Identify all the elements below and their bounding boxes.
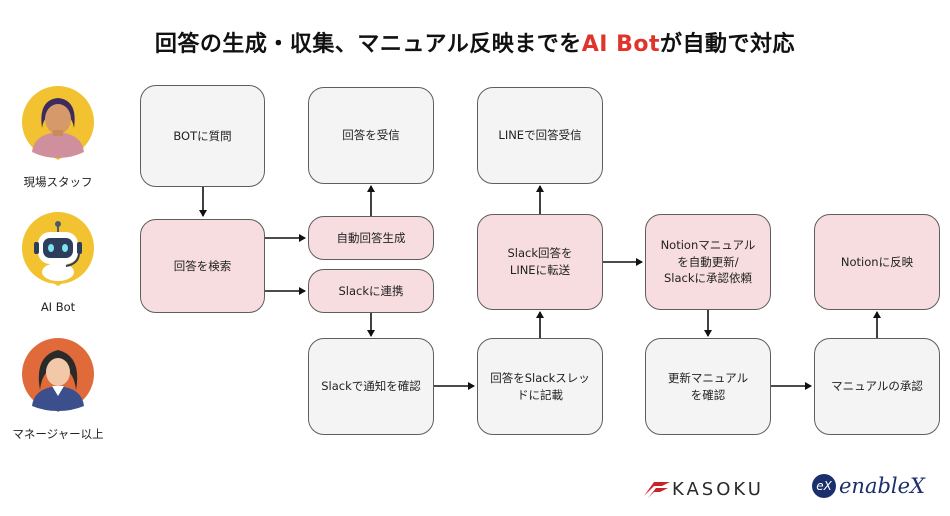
page-title: 回答の生成・収集、マニュアル反映までをAI Botが自動で対応 — [0, 26, 950, 58]
box-search-answer: 回答を検索 — [140, 219, 265, 313]
actor-manager: マネージャー以上 — [8, 334, 108, 442]
title-accent: AI Bot — [581, 32, 661, 57]
title-main: 回答の生成・収集、マニュアル反映までを — [154, 32, 582, 57]
enablex-logo-text: enableX — [839, 474, 926, 498]
kasoku-logo-text: KASOKU — [672, 478, 764, 500]
actor-staff: 現場スタッフ — [8, 82, 108, 190]
box-notion-reflect: Notionに反映 — [814, 214, 940, 310]
actor-staff-label: 現場スタッフ — [23, 175, 93, 189]
box-receive-answer: 回答を受信 — [308, 87, 434, 184]
enablex-mark-icon: eX — [812, 474, 836, 498]
manager-avatar-icon — [22, 338, 94, 412]
box-slack-notify: Slackで通知を確認 — [308, 338, 434, 435]
actor-bot: AI Bot — [8, 208, 108, 314]
kasoku-mark-icon — [644, 482, 670, 498]
box-slack-thread: 回答をSlackスレッ ドに記載 — [477, 338, 603, 435]
box-approve-manual: マニュアルの承認 — [814, 338, 940, 435]
staff-avatar-icon — [22, 86, 94, 160]
box-confirm-manual: 更新マニュアル を確認 — [645, 338, 771, 435]
kasoku-logo: KASOKU — [642, 478, 764, 500]
box-line-receive: LINEで回答受信 — [477, 87, 603, 184]
enablex-logo: eX enableX — [812, 474, 925, 498]
box-notion-update: Notionマニュアル を自動更新/ Slackに承認依頼 — [645, 214, 771, 310]
actor-manager-label: マネージャー以上 — [12, 427, 104, 441]
box-auto-generate: 自動回答生成 — [308, 216, 434, 260]
actor-bot-label: AI Bot — [40, 300, 76, 314]
box-ask-bot: BOTに質問 — [140, 85, 265, 187]
title-tail: が自動で対応 — [660, 32, 796, 57]
robot-avatar-icon — [22, 212, 94, 286]
box-slack-forward: Slack回答を LINEに転送 — [477, 214, 603, 310]
box-slack-link: Slackに連携 — [308, 269, 434, 313]
